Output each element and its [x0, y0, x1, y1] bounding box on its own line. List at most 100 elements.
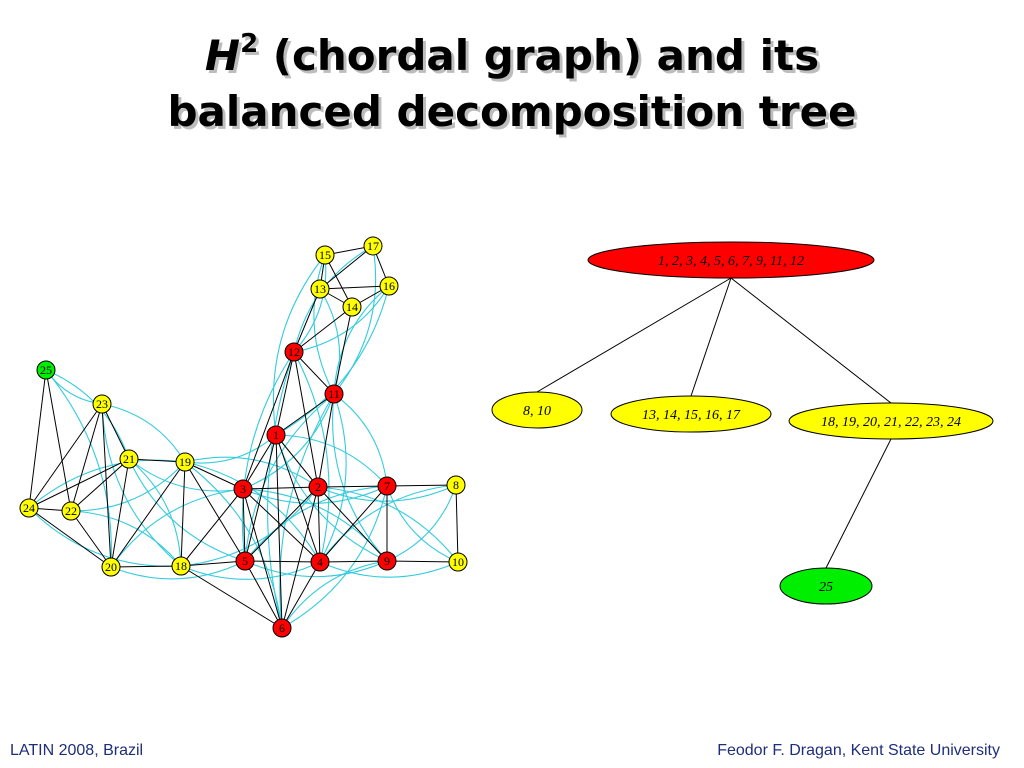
fill-edge-21-5	[128, 458, 246, 562]
graph-node-label: 1	[273, 428, 279, 442]
fill-edge-15-11	[313, 254, 335, 395]
graph-node-15: 15	[315, 245, 335, 265]
graph-node-circle	[379, 276, 399, 296]
edge-12-2	[293, 351, 319, 488]
graph-fill-edges	[28, 245, 459, 629]
tree-node-ellipse	[587, 241, 875, 279]
edge-25-22	[45, 369, 72, 512]
graph-node-label: 6	[279, 621, 285, 635]
fill-edge-8-9	[386, 484, 457, 562]
edge-4-6	[281, 561, 321, 629]
edge-2-6	[281, 486, 319, 629]
graph-node-23: 23	[92, 394, 112, 414]
fill-edge-2-10	[317, 486, 459, 563]
tree-node-ellipse	[610, 395, 772, 433]
edge-9-4	[319, 560, 388, 563]
edge-25-24	[28, 369, 47, 509]
graph-node-label: 20	[105, 560, 117, 574]
graph-node-circle	[310, 279, 330, 299]
edge-12-11	[293, 351, 335, 395]
fill-edge-19-4	[184, 461, 321, 563]
edge-1-5	[244, 434, 277, 562]
graph-node-21: 21	[119, 449, 139, 469]
fill-edge-5-9	[244, 560, 388, 578]
edge-14-12	[293, 306, 353, 353]
edge-7-8	[386, 484, 457, 487]
graph-node-25: 25	[36, 360, 56, 380]
edge-3-5	[242, 488, 246, 562]
graph-node-22: 22	[61, 501, 81, 521]
edge-5-4	[244, 560, 321, 563]
tree-edge-root-t2	[690, 277, 732, 397]
fill-edge-6-9	[281, 560, 388, 629]
fill-edge-22-18	[70, 510, 182, 567]
graph-node-4: 4	[310, 552, 330, 572]
fill-edge-11-7	[333, 393, 388, 487]
graph-node-label: 7	[384, 479, 390, 493]
fill-edge-1-7	[275, 434, 388, 487]
edge-21-22	[70, 458, 130, 512]
edge-3-18	[180, 488, 244, 567]
fill-edge-11-5	[244, 393, 335, 562]
fill-edge-16-1	[275, 285, 390, 436]
graph-node-9: 9	[377, 551, 397, 571]
fill-edge-15-1	[272, 254, 326, 436]
edge-22-20	[70, 510, 112, 568]
edge-1-2	[275, 434, 319, 488]
graph-node-8: 8	[446, 475, 466, 495]
graph-node-label: 19	[179, 455, 191, 469]
graph-node-13: 13	[310, 279, 330, 299]
graph-node-5: 5	[235, 551, 255, 571]
edge-18-19	[180, 461, 186, 567]
tree-edge-root-t3	[730, 277, 892, 404]
graph-node-circle	[308, 477, 328, 497]
tree-node-label: 8, 10	[523, 404, 551, 419]
edge-1-3	[242, 434, 277, 490]
graph-node-18: 18	[171, 556, 191, 576]
graph-node-circle	[377, 551, 397, 571]
graph-node-label: 18	[175, 559, 187, 573]
edge-5-18	[180, 560, 246, 567]
graph-node-circle	[171, 556, 191, 576]
edge-18-20	[110, 565, 182, 568]
graph-node-label: 15	[319, 248, 331, 262]
edge-8-10	[455, 484, 459, 563]
tree-edges	[536, 277, 892, 569]
tree-node-label: 13, 14, 15, 16, 17	[642, 408, 741, 423]
graph-node-circle	[61, 501, 81, 521]
graph-node-16: 16	[379, 276, 399, 296]
fill-edge-17-11	[333, 245, 377, 395]
graph-node-circle	[342, 297, 362, 317]
fill-edge-21-18	[128, 458, 182, 567]
edge-7-4	[319, 485, 388, 563]
graph-node-12: 12	[284, 342, 304, 362]
graph-node-label: 3	[240, 482, 246, 496]
fill-edge-1-19	[184, 434, 277, 464]
graph-node-circle	[310, 552, 330, 572]
graph-node-label: 14	[346, 300, 358, 314]
graph-node-19: 19	[175, 452, 195, 472]
fill-edge-22-19	[70, 461, 186, 512]
edge-3-2	[242, 486, 319, 490]
graph-node-circle	[284, 342, 304, 362]
graph-node-24: 24	[19, 498, 39, 518]
edge-5-19	[184, 461, 246, 562]
graph-node-label: 22	[65, 504, 77, 518]
fill-edge-23-19	[101, 403, 186, 463]
fill-edge-13-11	[319, 288, 341, 395]
graph-node-circle	[377, 476, 397, 496]
title-line2: balanced decomposition tree	[167, 87, 857, 136]
fill-edge-20-3	[110, 488, 244, 568]
page-title: H2 (chordal graph) and its balanced deco…	[0, 28, 1024, 140]
edge-14-11	[333, 306, 353, 395]
fill-edge-25-23	[45, 369, 103, 405]
graph-node-circle	[324, 384, 344, 404]
tree-node-t1: 8, 10	[491, 391, 583, 429]
graph-node-circle	[448, 552, 468, 572]
graph-node-label: 16	[383, 279, 395, 293]
edge-2-9	[317, 486, 388, 562]
fill-edge-10-4	[319, 561, 459, 578]
graph-node-circle	[235, 551, 255, 571]
tree-node-ellipse	[491, 391, 583, 429]
graph-node-circle	[266, 425, 286, 445]
